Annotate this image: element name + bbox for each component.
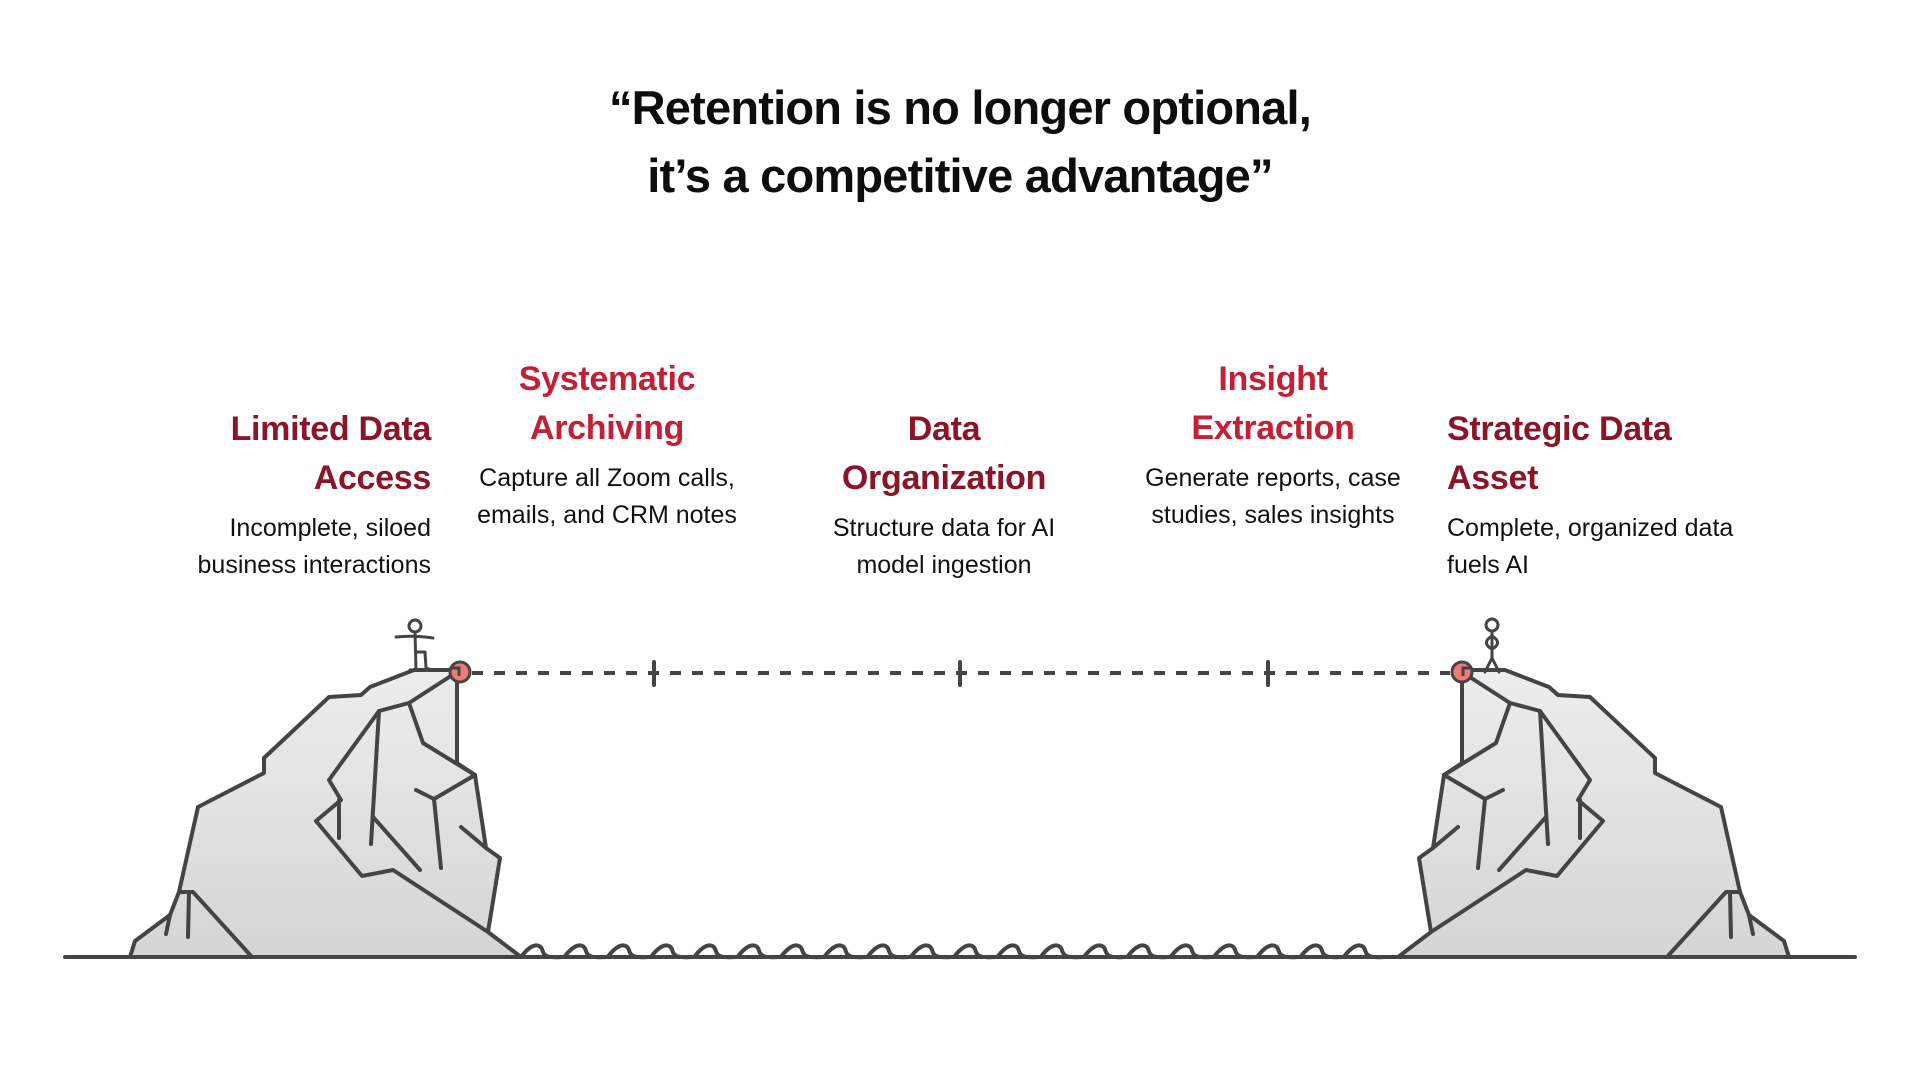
stage-description: Generate reports, case studies, sales in…: [1108, 460, 1438, 534]
left-cliff-crack: [371, 815, 422, 872]
stage-heading-line: Insight: [1218, 360, 1328, 398]
stage-systematic-archiving: Systematic Archiving Capture all Zoom ca…: [442, 355, 772, 534]
left-cliff-crack: [164, 913, 172, 936]
left-person-figure: [394, 618, 442, 672]
stage-description: Complete, organized data fuels AI: [1447, 510, 1777, 584]
left-cliff-crack: [186, 890, 191, 939]
stage-data-organization: Data Organization Structure data for AI …: [779, 405, 1109, 584]
stage-heading: Limited Data Access: [101, 405, 432, 503]
stage-heading-line: Archiving: [529, 409, 685, 447]
stage-description: Incomplete, siloed business interactions: [101, 510, 431, 584]
left-cliff-crack: [369, 709, 381, 846]
stage-heading: Strategic Data Asset: [1447, 405, 1777, 503]
stage-description-line: model ingestion: [856, 551, 1032, 579]
right-cliff-crack: [1442, 701, 1512, 777]
stage-heading-line: Strategic Data: [1447, 410, 1672, 448]
left-cliff-crack: [177, 890, 254, 959]
stage-strategic-data-asset: Strategic Data Asset Complete, organized…: [1447, 405, 1777, 584]
right-cliff-crack: [1497, 815, 1548, 872]
water-waves: [519, 943, 1389, 960]
right-cliff-crack: [1431, 825, 1460, 850]
stage-description-line: Capture all Zoom calls,: [479, 464, 735, 492]
end-dot-corner: [1461, 666, 1470, 676]
headline-quote: “Retention is no longer optional, it’s a…: [0, 74, 1920, 210]
stage-description-line: business interactions: [197, 551, 431, 579]
left-cliff-crack: [407, 701, 477, 777]
stage-description-line: Generate reports, case: [1145, 464, 1401, 492]
stage-insight-extraction: Insight Extraction Generate reports, cas…: [1108, 355, 1438, 534]
right-cliff-crack: [1538, 709, 1550, 846]
headline-line-1: “Retention is no longer optional,: [608, 81, 1312, 134]
left-cliff-crack: [414, 773, 477, 870]
stage-heading-line: Limited Data: [230, 410, 432, 448]
right-cliff-crack: [1665, 890, 1742, 959]
stage-heading: Insight Extraction: [1108, 355, 1438, 453]
start-point-marker: [448, 660, 472, 684]
right-cliff-crack: [1747, 913, 1755, 936]
headline-line-2: it’s a competitive advantage”: [647, 149, 1273, 202]
stage-description: Structure data for AI model ingestion: [779, 510, 1109, 584]
left-cliff-crack: [459, 825, 488, 850]
stage-description-line: Structure data for AI: [832, 514, 1056, 542]
stage-limited-data-access: Limited Data Access Incomplete, siloed b…: [101, 405, 432, 584]
stage-heading-line: Extraction: [1191, 409, 1355, 447]
end-point-marker: [1450, 660, 1474, 684]
stage-description-line: studies, sales insights: [1151, 501, 1395, 529]
stage-description-line: emails, and CRM notes: [477, 501, 737, 529]
right-cliff-crack: [1728, 890, 1733, 939]
stage-description-line: Complete, organized data: [1447, 514, 1734, 542]
stage-heading-line: Data: [907, 410, 981, 448]
stage-heading-line: Access: [313, 459, 432, 497]
stage-heading: Systematic Archiving: [442, 355, 772, 453]
stage-heading-line: Systematic: [518, 360, 696, 398]
left-cliff: [128, 668, 523, 959]
stage-heading-line: Asset: [1447, 459, 1539, 497]
stage-heading: Data Organization: [779, 405, 1109, 503]
right-cliff-crack: [1442, 773, 1505, 870]
right-cliff: [1396, 668, 1791, 959]
start-dot-corner: [452, 666, 461, 676]
right-person-figure: [1483, 617, 1501, 674]
stage-heading-line: Organization: [841, 459, 1047, 497]
stage-description: Capture all Zoom calls, emails, and CRM …: [442, 460, 772, 534]
stage-description-line: fuels AI: [1447, 551, 1529, 579]
stage-description-line: Incomplete, siloed: [229, 514, 431, 542]
